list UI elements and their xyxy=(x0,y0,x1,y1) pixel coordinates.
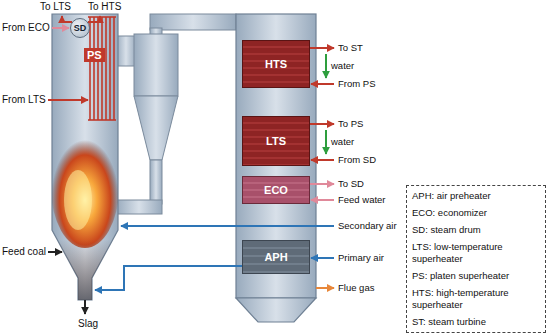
flame xyxy=(51,128,119,248)
primary-air-duct xyxy=(311,257,334,259)
flame-core xyxy=(64,170,92,230)
node-label: PS xyxy=(87,49,102,61)
flow-label: To ST xyxy=(338,42,363,54)
legend-entry: PS: platen superheater xyxy=(412,270,540,282)
crossover-duct xyxy=(150,14,236,30)
platen-tube xyxy=(93,17,95,120)
flow-label: Feed coal xyxy=(2,246,46,258)
flow-label: From ECO xyxy=(2,22,50,34)
economizer-bank: ECO xyxy=(242,176,310,204)
platen-tube xyxy=(97,17,99,120)
legend-entry: ST: steam turbine xyxy=(412,316,540,328)
legend-entry: LTS: low-temperature superheater xyxy=(412,241,540,265)
platen-tube xyxy=(105,17,107,120)
legend-entry: SD: steam drum xyxy=(412,224,540,236)
platen-tube xyxy=(89,17,91,120)
dipleg xyxy=(150,160,162,204)
node-label: SD xyxy=(74,23,87,33)
superheater-bank: HTS xyxy=(242,40,310,88)
flow-label: From PS xyxy=(338,78,375,90)
flow-label: To PS xyxy=(338,118,363,130)
platen-tube xyxy=(113,17,115,120)
flow-label: To SD xyxy=(338,178,364,190)
flow-label: From SD xyxy=(338,154,376,166)
superheater-bank: LTS xyxy=(242,116,310,166)
steam-pipe xyxy=(88,16,100,22)
slag-arrow xyxy=(84,300,86,314)
steam-drum: SD xyxy=(70,18,90,38)
platen-superheater xyxy=(88,17,116,120)
legend-entry: APH: air preheater xyxy=(412,190,540,202)
back-pass-hopper xyxy=(236,298,316,322)
flow-label: Primary air xyxy=(338,252,384,264)
coal-feed-arrow xyxy=(48,251,62,253)
feed-water-pipe xyxy=(52,27,69,29)
steam-pipe xyxy=(311,83,334,85)
node-label: LTS xyxy=(266,135,286,147)
node-label: ECO xyxy=(264,184,288,196)
primary-air-duct xyxy=(95,266,242,290)
cyclone xyxy=(116,14,236,214)
steam-pipe xyxy=(311,159,334,161)
flue-gas-arrow xyxy=(316,287,334,289)
cyclone-cone xyxy=(134,96,178,160)
platen-tube xyxy=(109,17,111,120)
furnace-wall xyxy=(52,14,118,300)
cyclone-body xyxy=(134,34,178,96)
air-preheater: APH xyxy=(242,240,310,274)
steam-pipe xyxy=(310,47,334,49)
legend-box: APH: air preheaterECO: economizerSD: ste… xyxy=(406,185,546,333)
flow-label: Flue gas xyxy=(338,282,374,294)
flow-label: To LTS xyxy=(40,1,71,13)
feed-water-pipe xyxy=(310,183,334,185)
cyclone-inlet xyxy=(116,36,136,66)
water-spray-arrow xyxy=(325,130,327,154)
feed-water-pipe xyxy=(311,199,334,201)
secondary-air-duct xyxy=(121,225,334,227)
platen-header xyxy=(88,119,116,121)
legend-entry: ECO: economizer xyxy=(412,207,540,219)
steam-pipe xyxy=(48,99,88,101)
flow-label: water xyxy=(331,136,354,148)
flow-label: Feed water xyxy=(338,194,386,206)
flow-label: To HTS xyxy=(88,1,121,13)
platen-label: PS xyxy=(84,48,105,62)
furnace xyxy=(51,14,119,300)
water-spray-arrow xyxy=(325,54,327,78)
flow-label: From LTS xyxy=(2,94,46,106)
loop-seal xyxy=(116,200,162,214)
platen-tube xyxy=(101,17,103,120)
back-pass-wall xyxy=(236,14,316,298)
steam-pipe xyxy=(310,123,334,125)
node-label: HTS xyxy=(265,58,287,70)
flow-label: Slag xyxy=(78,318,98,330)
flow-label: water xyxy=(331,60,354,72)
back-pass xyxy=(236,14,316,322)
flow-lines xyxy=(48,16,334,314)
steam-pipe xyxy=(62,16,72,22)
legend-entry: HTS: high-temperature superheater xyxy=(412,287,540,311)
node-label: APH xyxy=(264,251,287,263)
flow-label: Secondary air xyxy=(338,220,397,232)
